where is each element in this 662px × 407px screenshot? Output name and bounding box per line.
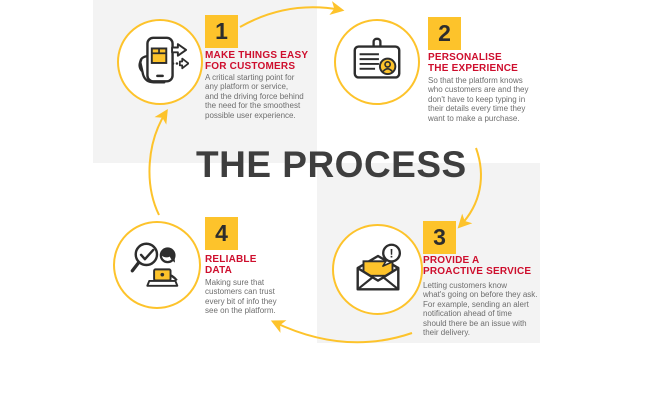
alert-exclamation-mark: ! (389, 246, 393, 260)
step4-heading-line1: RELIABLE (205, 254, 257, 265)
magnifier-check-person-laptop-icon (130, 242, 179, 287)
step2-icon-circle (334, 19, 420, 105)
step1-heading-line2: FOR CUSTOMERS (205, 60, 296, 72)
step3-heading-line2: PROACTIVE SERVICE (423, 265, 532, 277)
page-title: THE PROCESS (196, 144, 467, 185)
step4-number-badge: 4 (205, 217, 238, 250)
step4-description: Making sure that customers can trust eve… (205, 278, 277, 316)
step2-description: So that the platform knows who customers… (428, 76, 529, 123)
step4-heading-line2: DATA (205, 264, 233, 276)
phone-package-shipping-icon (138, 36, 189, 84)
step3-description: Letting customers know what's going on b… (423, 281, 538, 338)
step1-number-badge: 1 (205, 15, 238, 48)
step1-icon-circle (117, 19, 203, 105)
id-badge-icon (353, 37, 401, 79)
step1-number: 1 (215, 18, 228, 44)
step1-heading-line1: MAKE THINGS EASY (205, 50, 309, 61)
step3-icon-circle: ! (332, 224, 423, 315)
step4-heading: RELIABLE DATA (205, 254, 257, 276)
envelope-alert-icon: ! (355, 243, 401, 291)
step3-heading: PROVIDE A PROACTIVE SERVICE (423, 255, 532, 277)
step2-heading-line2: THE EXPERIENCE (428, 62, 519, 74)
step2-heading-line1: PERSONALISE (428, 52, 502, 63)
step1-heading: MAKE THINGS EASY FOR CUSTOMERS (205, 50, 309, 72)
step1-description: A critical starting point for any platfo… (205, 73, 304, 120)
step3-number-badge: 3 (423, 221, 456, 254)
step2-number-badge: 2 (428, 17, 461, 50)
step3-number: 3 (433, 224, 446, 250)
step3-heading-line1: PROVIDE A (423, 255, 480, 266)
step4-icon-circle (113, 221, 201, 309)
step2-heading: PERSONALISE THE EXPERIENCE (428, 52, 519, 74)
step4-number: 4 (215, 220, 228, 246)
step2-number: 2 (438, 20, 451, 46)
